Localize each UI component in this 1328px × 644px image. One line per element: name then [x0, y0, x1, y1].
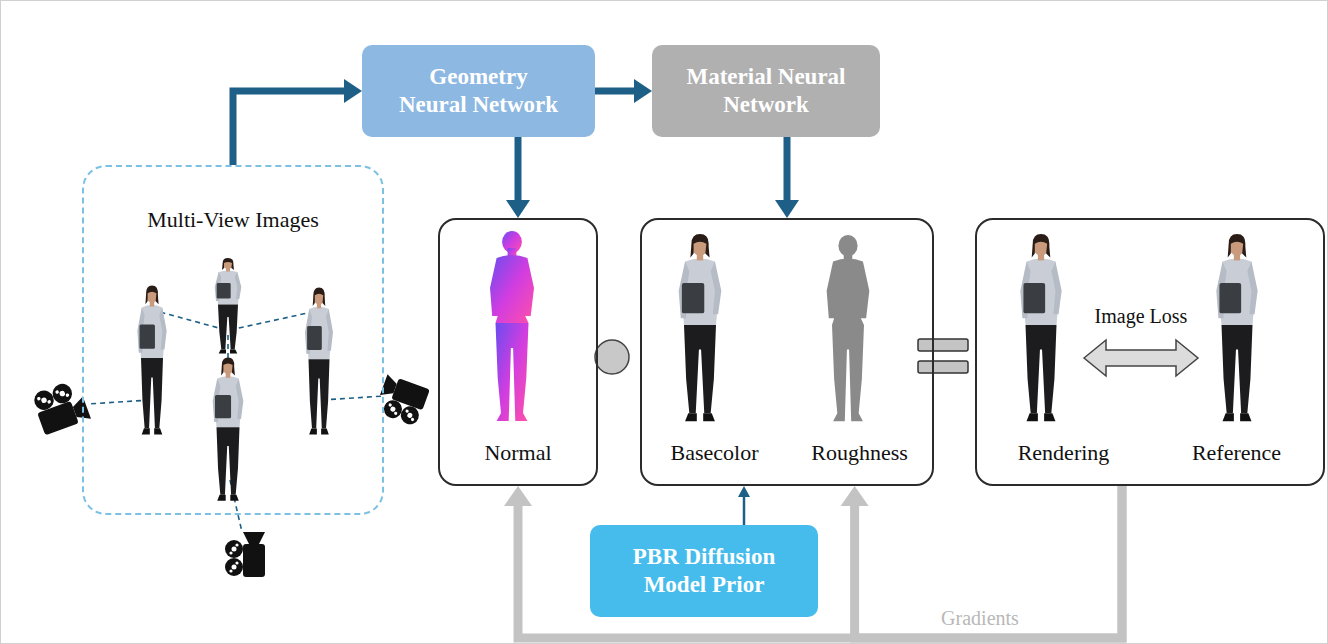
- view-figure: [305, 288, 333, 435]
- connector-line: [743, 497, 746, 525]
- normal-map-figure: [490, 231, 534, 421]
- input-group: Multi-View Images: [82, 165, 384, 515]
- node-text: Reference: [1150, 440, 1323, 466]
- text-holder: Material Neural Network: [666, 63, 866, 118]
- output-panel: BasecolorRoughness: [640, 218, 934, 486]
- text-holder: PBR Diffusion Model Prior: [604, 543, 804, 598]
- connector-line: [515, 137, 522, 200]
- arrowhead: [775, 200, 799, 218]
- network-box: Geometry Neural Network: [362, 45, 595, 137]
- text-holder: RenderingReference: [977, 440, 1323, 466]
- camera-icon: [225, 532, 265, 577]
- view-figure: [213, 358, 244, 501]
- connector: [506, 137, 530, 218]
- view-figure: [215, 258, 242, 354]
- double-arrow: [1084, 340, 1198, 376]
- text-holder: Geometry Neural Network: [376, 63, 581, 118]
- text-holder: Multi-View Images: [84, 207, 382, 233]
- network-box: Material Neural Network: [652, 45, 880, 137]
- node-text: Basecolor: [642, 440, 787, 466]
- arrowhead: [506, 200, 530, 218]
- view-figure: [137, 286, 166, 435]
- roughness-figure: [827, 235, 870, 421]
- connector: [504, 486, 1122, 638]
- node-text: Rendering: [977, 440, 1150, 466]
- arrowhead: [344, 79, 362, 103]
- connector-line: [855, 486, 1122, 638]
- loss-label: Image Loss: [1095, 304, 1188, 328]
- connector: [738, 486, 750, 525]
- output-panel: Normal: [438, 218, 598, 486]
- arrowhead: [634, 79, 652, 103]
- text-holder: BasecolorRoughness: [642, 440, 932, 466]
- equals-bar: [918, 361, 968, 373]
- arrowhead: [504, 486, 532, 506]
- equals-bar: [918, 339, 968, 351]
- node-text: Material Neural Network: [666, 63, 866, 118]
- connector-line: [518, 486, 1122, 638]
- node-text: Normal: [440, 440, 596, 466]
- text-holder: Normal: [440, 440, 596, 466]
- connector-line: [595, 88, 634, 95]
- arrowhead: [841, 486, 869, 506]
- gradient-label: Gradients: [941, 606, 1019, 630]
- prior-box: PBR Diffusion Model Prior: [590, 525, 818, 617]
- node-text: Geometry Neural Network: [376, 63, 581, 118]
- node-text: PBR Diffusion Model Prior: [604, 543, 804, 598]
- rendering-figure: [1020, 234, 1061, 421]
- connector: [595, 79, 652, 103]
- camera-rig: [88, 312, 384, 532]
- connector: [841, 486, 1122, 638]
- node-text: Roughness: [787, 440, 932, 466]
- connector: [233, 79, 362, 165]
- node-text: Multi-View Images: [84, 207, 382, 233]
- basecolor-figure: [679, 234, 722, 421]
- product-operator: [595, 340, 629, 374]
- output-panel: RenderingReference: [975, 218, 1325, 486]
- reference-figure: [1216, 234, 1257, 421]
- arrowhead: [738, 486, 750, 497]
- connector-line: [784, 137, 791, 200]
- connector: [775, 137, 799, 218]
- connector-line: [233, 91, 344, 165]
